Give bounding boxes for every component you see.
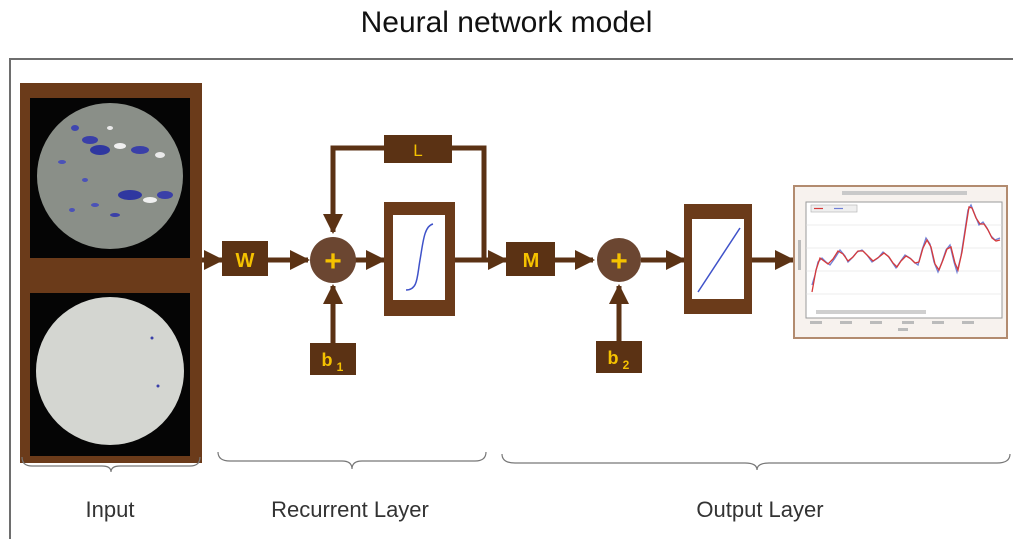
output-plot-tick-labels	[798, 240, 974, 331]
recurrent-brace	[217, 451, 487, 470]
bias-2-label: b	[608, 348, 619, 368]
input-brace	[21, 456, 201, 473]
diagram-frame	[9, 58, 1013, 539]
section-braces	[21, 451, 1011, 473]
output-plot	[793, 185, 1008, 339]
linear-curve	[697, 227, 741, 293]
sigmoid-panel	[393, 215, 445, 300]
weight-l-label: L	[413, 141, 422, 160]
output-brace	[501, 453, 1011, 471]
sunspot	[156, 384, 160, 388]
bias-1-subscript: 1	[337, 360, 344, 374]
bias-1-block	[310, 343, 356, 375]
output-plot-predicted	[811, 206, 1001, 293]
weight-l-block	[384, 135, 452, 163]
linear-panel	[692, 219, 744, 299]
magnetogram-active-regions	[58, 125, 173, 217]
connections	[202, 145, 795, 343]
arrow-l-to-sum1	[323, 145, 384, 234]
sun-continuum	[36, 297, 184, 445]
page-title: Neural network model	[360, 6, 653, 39]
weight-w-block	[222, 241, 268, 276]
feedback-to-l	[452, 145, 487, 260]
sum-node-1-symbol: +	[324, 245, 342, 278]
sigmoid-curve	[405, 223, 434, 291]
bias-2-block	[596, 341, 642, 373]
input-panel	[20, 83, 202, 463]
sun-magnetogram	[37, 103, 183, 249]
section-label-output: Output Layer	[696, 497, 824, 522]
sunspot	[150, 336, 154, 340]
bias-1-label: b	[322, 350, 333, 370]
sum-node-2	[597, 238, 641, 282]
section-label-input: Input	[85, 497, 135, 522]
weight-m-label: M	[523, 250, 540, 272]
output-plot-footer-text	[816, 310, 926, 314]
sum-node-2-symbol: +	[610, 245, 628, 278]
output-plot-title-text	[842, 191, 967, 195]
output-plot-gridlines	[806, 224, 1002, 295]
bias-2-subscript: 2	[623, 358, 630, 372]
weight-m-block	[506, 242, 555, 276]
section-label-recurrent: Recurrent Layer	[271, 497, 429, 522]
weight-w-label: W	[236, 250, 255, 272]
sum-node-1	[310, 237, 356, 283]
output-plot-area	[805, 201, 1003, 319]
